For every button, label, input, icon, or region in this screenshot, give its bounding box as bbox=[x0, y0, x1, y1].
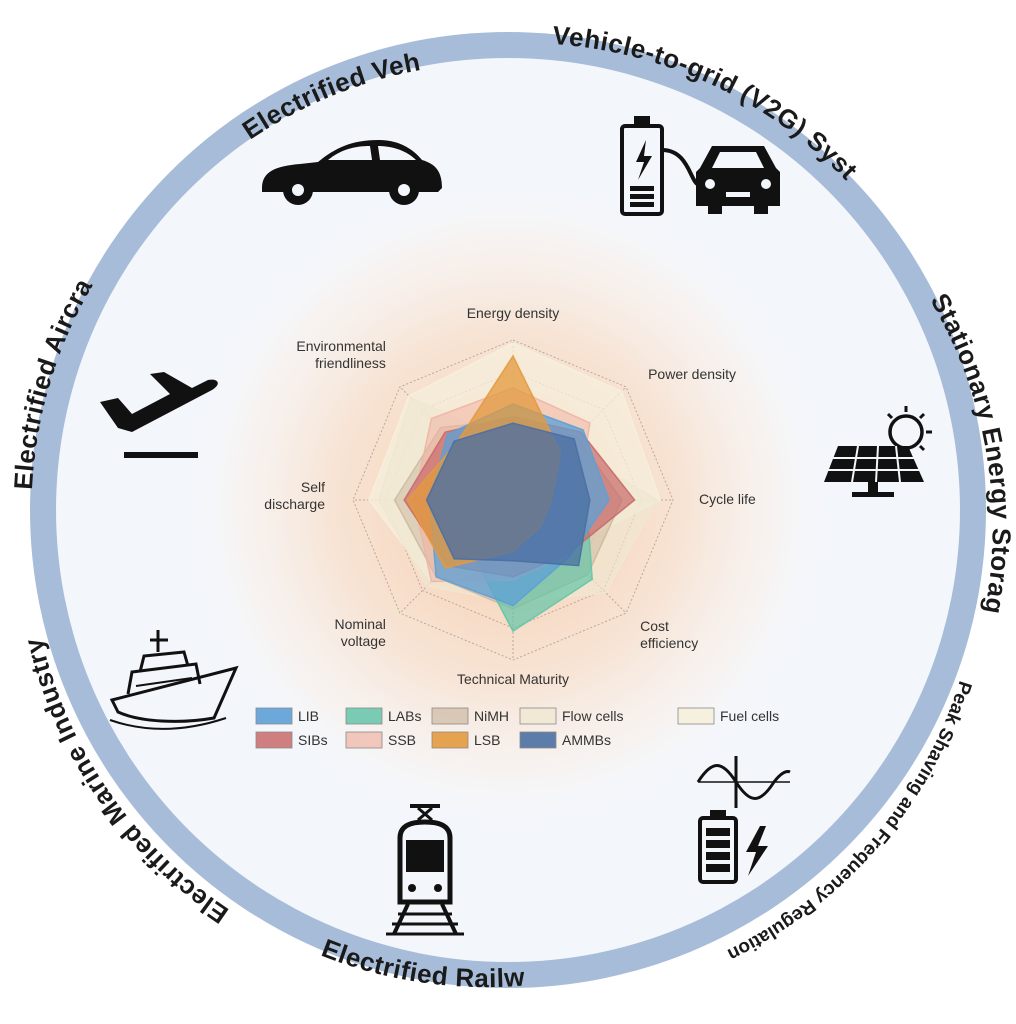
legend-label-lib: LIB bbox=[298, 708, 319, 724]
legend-label-nimh: NiMH bbox=[474, 708, 509, 724]
radar-axis-label-6-line-2: voltage bbox=[341, 633, 386, 649]
solar-panel-icon bbox=[824, 406, 932, 497]
radar-axis-label-2: Power density bbox=[648, 366, 736, 382]
radar-axis-label-7-line-2: discharge bbox=[264, 496, 325, 512]
legend-swatch-lib bbox=[255, 707, 293, 725]
legend-swatch-nimh bbox=[431, 707, 469, 725]
legend-swatch-ammbs bbox=[519, 731, 557, 749]
car-icon bbox=[262, 140, 442, 205]
radar-axis-label-2-line-1: Power density bbox=[648, 366, 736, 382]
legend-label-flow-cells: Flow cells bbox=[562, 708, 623, 724]
radar-spoke-6 bbox=[399, 499, 514, 614]
ship-icon bbox=[109, 630, 239, 730]
legend-label-fuel-cells: Fuel cells bbox=[720, 708, 779, 724]
radar-axis-label-3-line-1: Cycle life bbox=[699, 491, 756, 507]
legend-label-labs: LABs bbox=[388, 708, 421, 724]
radar-grid-ring-5 bbox=[352, 339, 674, 661]
radar-axis-label-5-line-1: Technical Maturity bbox=[457, 671, 569, 687]
radar-axis-label-8-line-1: Environmental bbox=[296, 338, 386, 354]
radar-axis-label-1: Energy density bbox=[467, 305, 560, 321]
legend-swatch-ssb bbox=[345, 731, 383, 749]
radar-axis-label-8-line-2: friendliness bbox=[315, 355, 386, 371]
radar-axis-label-4-line-2: efficiency bbox=[640, 635, 698, 651]
radar-axis-label-6-line-1: Nominal bbox=[335, 616, 386, 632]
legend-label-ssb: SSB bbox=[388, 732, 416, 748]
legend-swatch-flow-cells bbox=[519, 707, 557, 725]
radar-series bbox=[368, 342, 662, 633]
legend-swatch-labs bbox=[345, 707, 383, 725]
legend-swatch-lsb bbox=[431, 731, 469, 749]
legend-label-ammbs: AMMBs bbox=[562, 732, 611, 748]
radar-axis-label-1-line-1: Energy density bbox=[467, 305, 560, 321]
radar-series-ammbs bbox=[425, 422, 591, 567]
legend-label-sibs: SIBs bbox=[298, 732, 328, 748]
radar-spoke-4 bbox=[512, 499, 627, 614]
battery-wave-icon bbox=[696, 756, 791, 884]
legend-label-lsb: LSB bbox=[474, 732, 500, 748]
legend-swatch-sibs bbox=[255, 731, 293, 749]
charging-station-icon bbox=[620, 116, 780, 216]
radar-axis-label-3: Cycle life bbox=[699, 491, 756, 507]
train-icon bbox=[386, 804, 464, 936]
radar-axis-label-7-line-1: Self bbox=[301, 479, 325, 495]
radar-axis-label-5: Technical Maturity bbox=[457, 671, 569, 687]
legend-swatch-fuel-cells bbox=[677, 707, 715, 725]
radar-axis-label-4-line-1: Cost bbox=[640, 618, 669, 634]
airplane-icon bbox=[100, 372, 218, 458]
